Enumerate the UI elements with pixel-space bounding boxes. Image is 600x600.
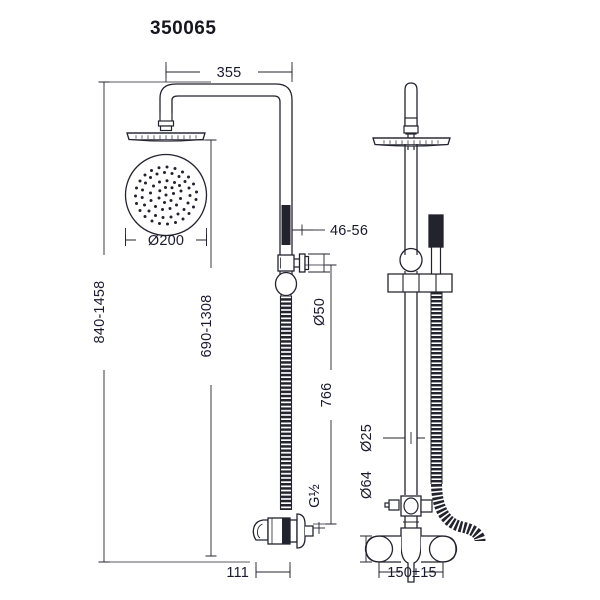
- riser-lower-front: [404, 320, 418, 495]
- dim-g-half-label: G½: [307, 484, 323, 508]
- shower-hose-front: [430, 292, 443, 484]
- dim-d50-label: Ø50: [312, 298, 328, 326]
- dim-46-56-label: 46-56: [330, 223, 368, 239]
- dim-d200-label: Ø200: [148, 233, 184, 249]
- dim-line-d64: [360, 535, 372, 563]
- hose-arc: [431, 483, 486, 542]
- dim-766-label: 766: [319, 383, 335, 408]
- dim-line-46-56: [291, 210, 325, 236]
- slide-bracket-front: [387, 247, 453, 320]
- dim-line-g-half: [313, 522, 325, 534]
- dim-line-355: [165, 62, 293, 82]
- diverter-front: [384, 495, 433, 528]
- dim-line-d200: [125, 228, 207, 246]
- shower-arm-riser-side: [159, 83, 293, 210]
- dim-line-766: [305, 264, 337, 525]
- dim-150-15-label: 150±15: [387, 565, 436, 581]
- dim-line-690-1308: [186, 139, 217, 557]
- dim-111-label: 111: [226, 565, 249, 581]
- dim-d25-label: Ø25: [359, 424, 375, 452]
- shower-hose-side: [279, 296, 293, 510]
- dim-d64-label: Ø64: [359, 471, 375, 499]
- dim-line-111: [255, 562, 291, 578]
- dim-line-d50: [308, 253, 330, 273]
- riser-column-front: [404, 144, 418, 255]
- rain-shower-head-front: [372, 117, 451, 147]
- dim-355-label: 355: [217, 65, 242, 81]
- rain-shower-head-face: [124, 153, 208, 237]
- page-title: 350065: [150, 18, 217, 39]
- dim-840-1458-label: 840-1458: [92, 281, 108, 344]
- mixer-valve-side: [252, 513, 314, 549]
- dim-line-150-15: [378, 562, 444, 578]
- dim-line-d25: [383, 432, 425, 444]
- rain-shower-head-side: [126, 113, 206, 142]
- dim-line-840-1458: [98, 81, 250, 563]
- dim-690-1308-label: 690-1308: [199, 295, 215, 358]
